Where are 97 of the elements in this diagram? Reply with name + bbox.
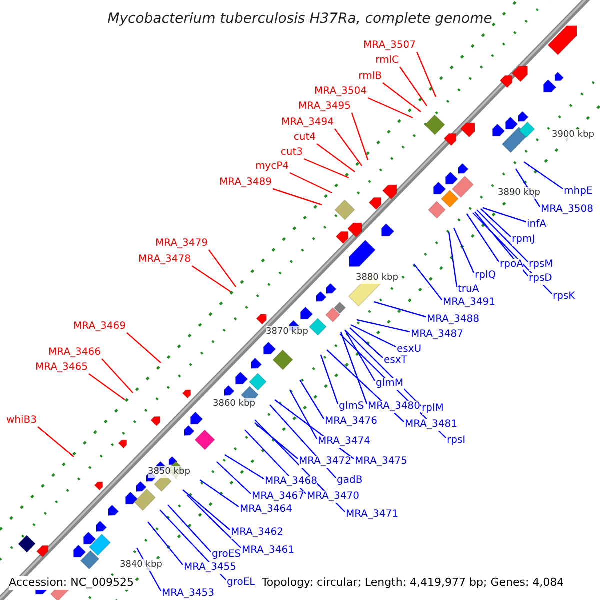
- leader-line: [299, 380, 325, 420]
- leader-line: [316, 144, 356, 172]
- gene-label: rpoA: [500, 259, 524, 271]
- gene-label: rpsM: [529, 259, 554, 271]
- gene-label: MRA_3467: [252, 491, 304, 503]
- leader-line: [400, 66, 428, 106]
- gene-label: MRA_3487: [411, 329, 464, 341]
- gene-label: MRA_3476: [325, 416, 378, 428]
- leader-line: [304, 158, 350, 179]
- scale-label: 3860 kbp: [213, 398, 256, 410]
- gene-label: rpsD: [529, 273, 552, 285]
- leader-line: [453, 228, 475, 274]
- gene-label: rpmJ: [512, 234, 536, 246]
- title: Mycobacterium tuberculosis H37Ra, complete genome: [106, 10, 494, 28]
- gene-label: MRA_3479: [156, 238, 208, 250]
- leader-line: [472, 212, 552, 294]
- leader-line: [38, 426, 74, 458]
- gene-label: MRA_3475: [355, 456, 408, 468]
- gene-label: MRA_3494: [282, 117, 334, 129]
- gene-label: MRA_3469: [74, 321, 126, 333]
- footer-text: Accession: NC_009525: [9, 576, 134, 590]
- scale-label: 3870 kbp: [266, 326, 308, 338]
- gene-label: MRA_3488: [427, 314, 480, 326]
- leader-line: [476, 210, 528, 262]
- leader-line: [148, 522, 184, 566]
- scale-label: 3850 kbp: [148, 466, 190, 478]
- scale-label: 3840 kbp: [120, 559, 162, 571]
- leader-line: [200, 480, 240, 508]
- leader-line: [368, 97, 414, 119]
- leader-line: [182, 490, 230, 530]
- leader-line: [344, 330, 376, 382]
- leader-line: [224, 454, 264, 480]
- gene-label: MRA_3504: [314, 86, 367, 98]
- leader-line: [350, 324, 396, 348]
- gene-label: glmM: [376, 378, 404, 390]
- leader-line: [254, 422, 298, 460]
- leader-line: [88, 374, 126, 400]
- gene-label: MRA_3468: [265, 476, 318, 488]
- gene-label: glmS: [339, 401, 364, 413]
- scale-label: 3880 kbp: [356, 272, 398, 284]
- leader-line: [340, 332, 368, 404]
- leader-line: [374, 301, 426, 318]
- gene-label: MRA_3466: [48, 347, 101, 359]
- leader-line: [208, 250, 236, 288]
- gene-label: MRA_3472: [299, 456, 352, 468]
- gene-label: rpsK: [553, 291, 576, 303]
- gene-label: mhpE: [564, 186, 593, 198]
- leader-line: [524, 162, 564, 190]
- gene-label: MRA_3478: [138, 254, 191, 266]
- gene-label: MRA_3507: [364, 40, 416, 52]
- gene-label: MRA_3465: [36, 362, 88, 374]
- gene-label: MRA_3489: [220, 177, 272, 189]
- gene-label: MRA_3491: [443, 297, 496, 309]
- leader-line: [102, 358, 134, 394]
- gene-label: MRA_3453: [162, 588, 214, 600]
- leader-line: [466, 214, 500, 262]
- leader-line: [168, 504, 212, 552]
- leader-line: [474, 212, 528, 276]
- leader-line: [350, 328, 384, 358]
- leader-line: [480, 208, 512, 238]
- leader-line: [290, 172, 332, 194]
- leader-line: [482, 207, 526, 223]
- gene-label: rplQ: [475, 270, 496, 282]
- scale-label: 3890 kbp: [498, 187, 540, 199]
- gene-label: MRA_3470: [307, 491, 360, 503]
- leader-line: [414, 264, 442, 300]
- leader-line: [186, 494, 242, 548]
- leader-line: [334, 128, 362, 166]
- gene-label: MRA_3495: [298, 101, 351, 113]
- gene-label: MRA_3462: [231, 527, 284, 539]
- gene-label: MRA_3471: [346, 509, 398, 521]
- gene-label: MRA_3508: [541, 204, 594, 216]
- leader-line: [272, 188, 322, 206]
- leader-line: [126, 332, 162, 364]
- gene-label: MRA_3480: [368, 401, 420, 413]
- leader-line: [448, 232, 458, 288]
- gene-label: gadB: [337, 475, 363, 487]
- scale-label: 3900 kbp: [552, 129, 594, 141]
- gene-label: MRA_3464: [240, 504, 292, 516]
- gene-label: MRA_3474: [318, 436, 370, 448]
- gene-label: mycP4: [255, 161, 289, 173]
- leader-line: [382, 82, 422, 112]
- leader-line: [416, 52, 437, 98]
- gene-label: groES: [212, 549, 242, 561]
- leader-line: [320, 354, 339, 404]
- leader-line: [356, 319, 410, 333]
- gene-label: groEL: [227, 577, 256, 589]
- gene-label: MRA_3461: [242, 545, 294, 557]
- gene-label: MRA_3481: [405, 419, 458, 431]
- leader-line: [351, 112, 369, 160]
- leader-line: [192, 266, 232, 292]
- gene-label: rplM: [422, 403, 444, 415]
- footer-text: Topology: circular; Length: 4,419,977 bp; Genes: 4,084: [262, 576, 564, 590]
- leader-line: [289, 390, 318, 440]
- gene-label: rpsI: [447, 435, 466, 447]
- gene-label: MRA_3455: [184, 562, 236, 574]
- leader-line: [216, 462, 252, 494]
